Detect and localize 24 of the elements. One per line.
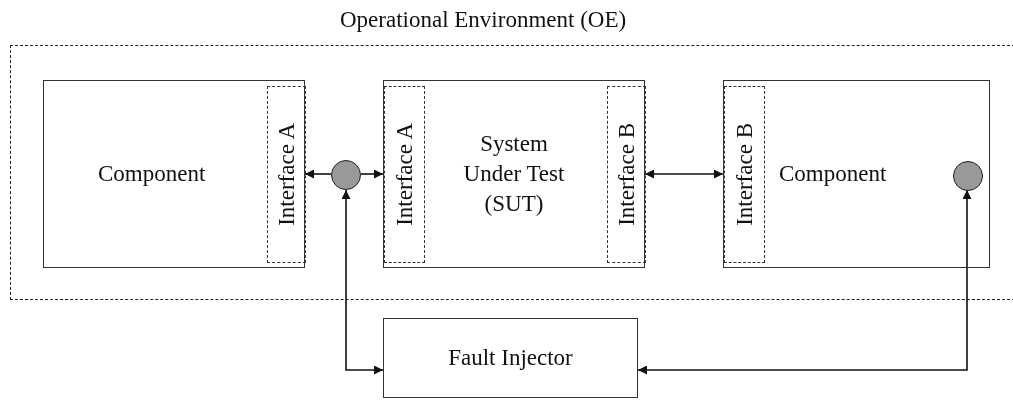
interface-region	[267, 86, 306, 263]
interface-label: Interface A	[390, 123, 418, 226]
box-label: Fault Injector	[448, 344, 573, 372]
injection-point-circle	[953, 161, 983, 191]
box-label: System Under Test (SUT)	[462, 130, 566, 218]
arrow	[304, 169, 332, 179]
box-label: Component	[779, 160, 887, 188]
component-box	[383, 80, 645, 268]
interface-label: Interface B	[612, 123, 640, 226]
component-box	[43, 80, 305, 268]
interface-region	[607, 86, 646, 263]
arrow	[360, 169, 384, 179]
interface-label: Interface A	[272, 123, 300, 226]
interface-region	[724, 86, 765, 263]
component-box	[383, 318, 638, 398]
injection-point-circle	[331, 160, 361, 190]
interface-label: Interface B	[730, 123, 758, 226]
arrow	[341, 189, 384, 375]
box-label: Component	[98, 160, 206, 188]
component-box	[723, 80, 990, 268]
arrow	[644, 169, 724, 179]
interface-region	[384, 86, 425, 263]
group-title: Operational Environment (OE)	[340, 6, 627, 34]
arrow	[637, 189, 972, 375]
